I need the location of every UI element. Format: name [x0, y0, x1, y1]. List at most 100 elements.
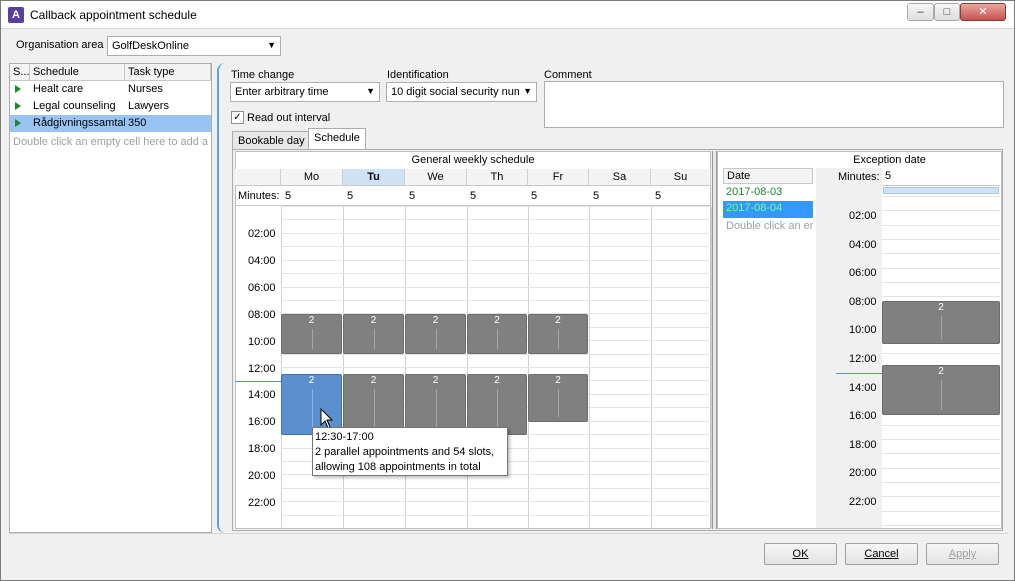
corner-cell	[235, 169, 281, 186]
grid-row-line	[281, 206, 711, 207]
minutes-value-th[interactable]: 5	[470, 190, 477, 202]
column-header-schedule[interactable]: Schedule	[30, 64, 125, 81]
exception-date-item[interactable]: 2017-08-03	[726, 186, 783, 198]
minutes-value-we[interactable]: 5	[409, 190, 416, 202]
grid-row-line	[281, 286, 711, 288]
grid-row-line	[882, 224, 1000, 226]
time-label: 14:00	[248, 389, 276, 402]
identification-select[interactable]: 10 digit social security num ▼	[386, 82, 537, 102]
day-header-sa[interactable]: Sa	[589, 169, 651, 186]
day-header-tu[interactable]: Tu	[343, 169, 405, 186]
grid-row-line	[882, 238, 1000, 240]
exception-minutes-value[interactable]: 5	[882, 168, 1000, 186]
org-area-select[interactable]: GolfDeskOnline ▼	[107, 36, 281, 56]
column-header-task-type[interactable]: Task type	[125, 64, 211, 81]
exception-block[interactable]: 2	[882, 301, 1000, 344]
appointment-block[interactable]: 2	[281, 314, 342, 354]
appointment-block[interactable]: 2	[343, 374, 404, 435]
tab-bookable-day[interactable]: Bookable day	[232, 131, 311, 150]
grid-column-line	[711, 206, 712, 528]
read-out-checkbox[interactable]: ✓	[231, 111, 244, 124]
task-type: Nurses	[128, 83, 163, 95]
day-header-we[interactable]: We	[405, 169, 467, 186]
exception-title: Exception date	[853, 154, 926, 166]
day-header-fr[interactable]: Fr	[528, 169, 589, 186]
day-header-su[interactable]: Su	[651, 169, 711, 186]
schedule-name: Legal counseling	[33, 100, 116, 112]
date-column-header[interactable]: Date	[723, 168, 813, 184]
close-button[interactable]: ✕	[960, 3, 1006, 21]
time-label: 04:00	[248, 254, 276, 267]
time-change-select[interactable]: Enter arbitrary time ▼	[230, 82, 380, 102]
grid-row-line	[281, 232, 711, 234]
time-change-label: Time change	[231, 69, 295, 81]
maximize-button[interactable]: □	[934, 3, 960, 21]
tooltip-total: allowing 108 appointments in total	[315, 461, 481, 473]
appointment-block[interactable]: 2	[405, 314, 466, 354]
grid-row-line	[281, 514, 711, 516]
minutes-value-tu[interactable]: 5	[347, 190, 354, 202]
time-label: 06:00	[248, 281, 276, 294]
time-label: 08:00	[849, 295, 877, 308]
table-row[interactable]: Healt care Nurses	[10, 81, 211, 98]
read-out-label: Read out interval	[247, 112, 331, 124]
grid-column-line	[467, 206, 468, 528]
grid-column-line	[651, 206, 652, 528]
exception-block[interactable]: 2	[882, 365, 1000, 415]
minutes-value-sa[interactable]: 5	[593, 190, 600, 202]
appointment-block[interactable]: 2	[528, 374, 588, 422]
appointment-block[interactable]: 2	[467, 374, 527, 435]
tab-schedule[interactable]: Schedule	[308, 128, 366, 150]
task-type: Lawyers	[128, 100, 169, 112]
grid-row-line	[281, 299, 711, 301]
exception-grid[interactable]	[882, 196, 1000, 528]
play-icon	[15, 119, 21, 127]
time-label: 18:00	[248, 443, 276, 456]
appointment-block-selected[interactable]: 2	[281, 374, 342, 435]
ok-button[interactable]: OK	[764, 543, 837, 565]
appointment-block[interactable]: 2	[343, 314, 404, 354]
panel-splitter[interactable]	[712, 151, 717, 529]
time-label: 10:00	[849, 324, 877, 337]
tooltip-detail: 2 parallel appointments and 54 slots,	[315, 446, 495, 458]
window-title: Callback appointment schedule	[30, 8, 197, 22]
grid-row-line	[882, 439, 1000, 441]
table-row[interactable]: Legal counseling Lawyers	[10, 98, 211, 115]
comment-label: Comment	[544, 69, 592, 81]
chevron-down-icon: ▼	[523, 86, 532, 96]
time-label: 20:00	[248, 470, 276, 483]
grid-row-line	[882, 424, 1000, 426]
minutes-value-su[interactable]: 5	[655, 190, 662, 202]
time-label: 12:00	[849, 353, 877, 365]
grid-row-line	[882, 524, 1000, 526]
add-row-hint[interactable]: Double click an empty cell here to add a…	[13, 136, 211, 148]
grid-row-line	[882, 196, 1000, 197]
minutes-value-fr[interactable]: 5	[531, 190, 538, 202]
minutes-value-mo[interactable]: 5	[285, 190, 292, 202]
appointment-block[interactable]: 2	[467, 314, 527, 354]
splitter[interactable]	[217, 63, 225, 533]
table-row-selected[interactable]: Rådgivningssamtal 350	[10, 115, 211, 132]
exception-time-axis-bg	[816, 168, 882, 528]
day-header-mo[interactable]: Mo	[281, 169, 343, 186]
appointment-block[interactable]: 2	[405, 374, 466, 435]
exception-date-item-selected[interactable]: 2017-08-04	[723, 201, 813, 218]
tooltip-time: 12:30-17:00	[315, 431, 374, 443]
minimize-button[interactable]: –	[907, 3, 934, 21]
comment-field[interactable]	[544, 81, 1004, 128]
time-label: 18:00	[849, 438, 877, 451]
weekly-grid[interactable]	[281, 206, 712, 528]
column-header-status[interactable]: S...	[10, 64, 30, 81]
grid-row-line	[882, 296, 1000, 298]
minutes-label: Minutes:	[238, 190, 280, 202]
grid-row-line	[882, 510, 1000, 512]
appointment-block[interactable]: 2	[528, 314, 588, 354]
cancel-button[interactable]: Cancel	[845, 543, 918, 565]
grid-row-line	[882, 210, 1000, 212]
add-date-hint[interactable]: Double click an empty	[726, 220, 813, 232]
time-label: 04:00	[849, 238, 877, 251]
day-header-th[interactable]: Th	[467, 169, 528, 186]
apply-button[interactable]: Apply	[926, 543, 999, 565]
divider	[236, 205, 710, 206]
